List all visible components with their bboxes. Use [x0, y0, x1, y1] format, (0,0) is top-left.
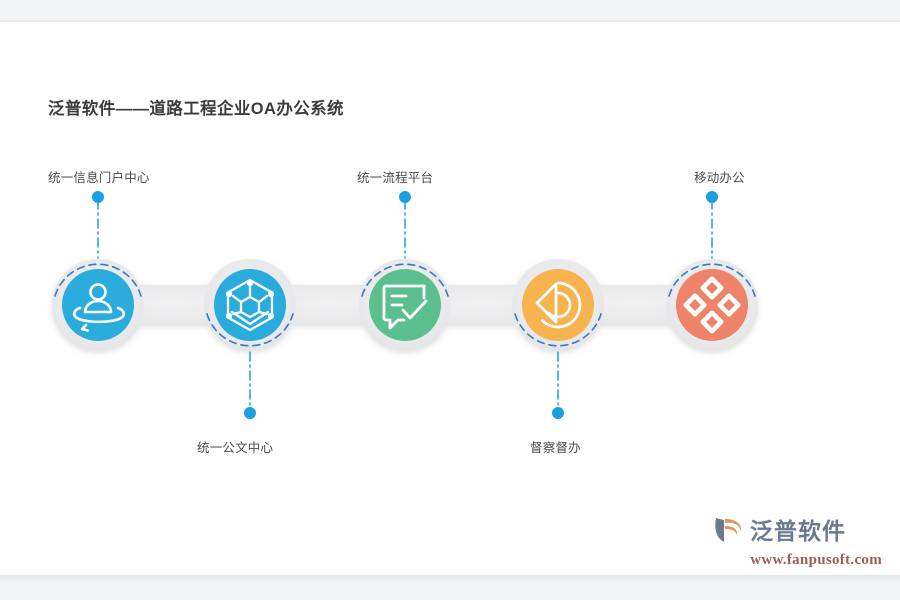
top-band [0, 0, 900, 22]
node-label-2: 统一公文中心 [197, 441, 274, 455]
node-label-4: 督察督办 [530, 441, 581, 455]
watermark-url: www.fanpusoft.com [750, 552, 882, 568]
node-label-5: 移动办公 [694, 171, 745, 185]
watermark: 泛普软件 www.fanpusoft.com [712, 514, 882, 572]
page-title: 泛普软件——道路工程企业OA办公系统 [48, 100, 344, 118]
watermark-brand: 泛普软件 [750, 518, 846, 544]
bottom-band [0, 575, 900, 600]
node-label-3: 统一流程平台 [357, 171, 434, 185]
node-label-1: 统一信息门户中心 [48, 171, 150, 185]
fanpu-logo-icon [712, 514, 746, 549]
